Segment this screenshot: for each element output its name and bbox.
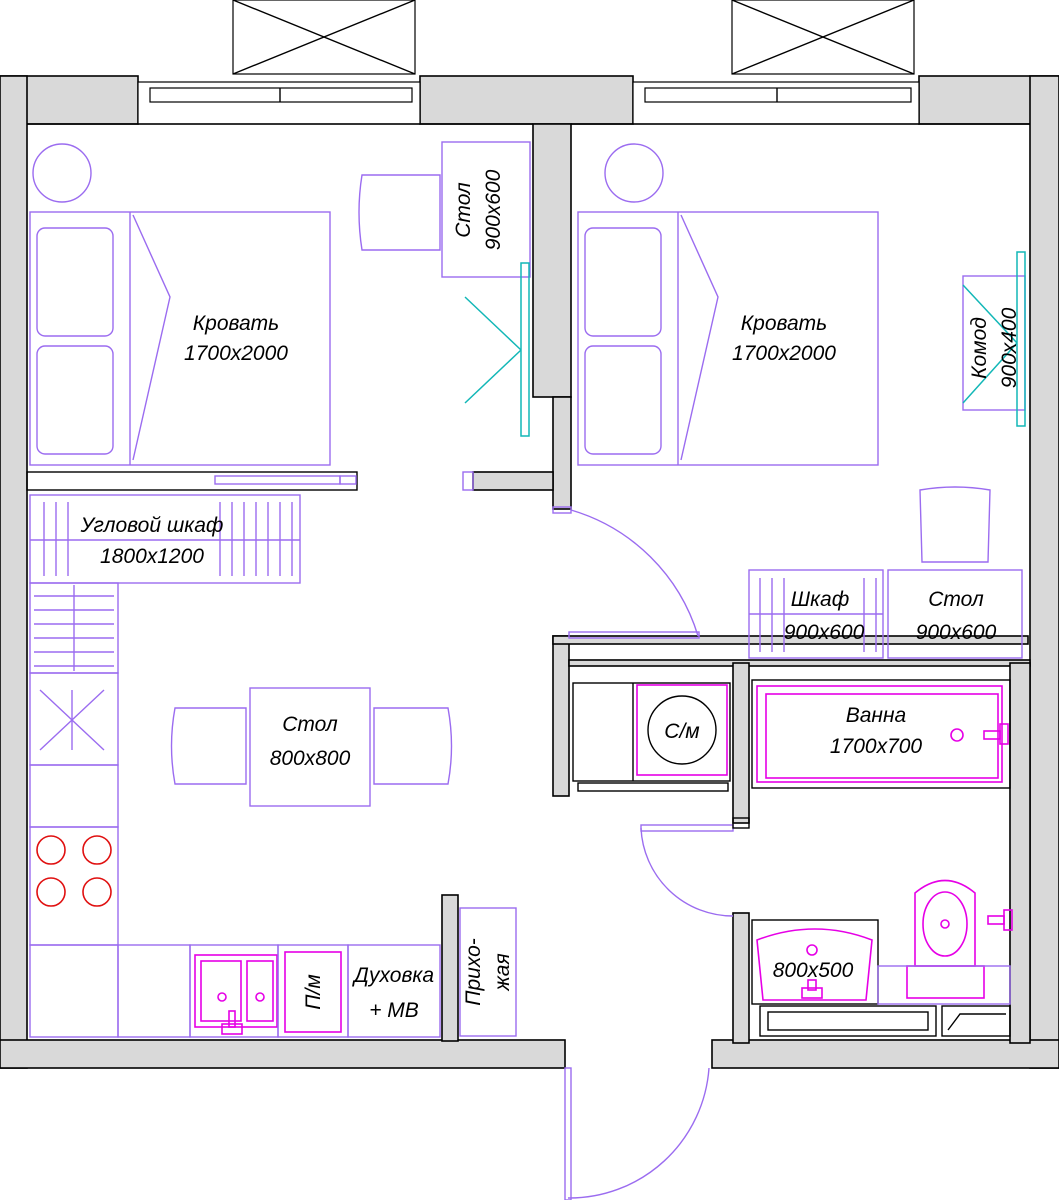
hallway-cabinet [459,907,517,1037]
bed-right [577,211,879,466]
dresser-name: Комод [968,317,991,379]
oven-label-line1: Духовка [352,964,434,987]
kitchen: П/м Духовка + МВ Стол 800x800 Прихо- жая [29,672,517,1038]
balcony-right [731,0,915,75]
stove [29,826,119,946]
bathtub-size: 1700x700 [830,735,923,758]
bed-right-size: 1700x2000 [732,342,836,365]
toilet [877,879,1013,1005]
burner-icon [36,877,66,907]
corner-wardrobe [29,494,301,674]
bathroom-door [640,817,750,917]
bed-left [29,211,331,466]
entrance-door [564,1067,710,1200]
burner-icon [82,877,112,907]
washing-machine [636,684,728,776]
wardrobe-size: 900x600 [784,621,865,644]
lamp-icon [32,143,92,203]
glass-door-left [464,262,530,437]
bedroom-right: Кровать 1700x2000 Комод 900x400 Шкаф 900… [552,143,1026,659]
bed-left-name: Кровать [193,312,279,335]
oven [347,944,441,1038]
burner-icon [82,835,112,865]
washbasin-size: 800x500 [773,959,854,982]
bedroom-left: Кровать 1700x2000 Стол 900x600 [26,141,531,674]
desk-right-name: Стол [928,588,984,611]
bed-left-size: 1700x2000 [184,342,288,365]
corner-wardrobe-size: 1800x1200 [100,545,204,568]
bathroom: Ванна 1700x700 800x500 [640,679,1013,1037]
dresser [962,251,1026,427]
dining-table-size: 800x800 [270,747,351,770]
washer-label: С/м [664,720,699,743]
dishwasher [284,951,342,1033]
chair [919,486,991,563]
dishwasher-label: П/м [302,974,325,1009]
corner-wardrobe-name: Угловой шкаф [80,514,224,537]
washbasin [751,919,879,1005]
dining-table [170,687,453,807]
window-right [632,81,920,125]
bed-right-name: Кровать [741,312,827,335]
walls [0,75,1059,1069]
desk-left-name: Стол [452,182,475,238]
window-left [137,81,421,125]
hallway-label-line2: жая [491,953,514,991]
desk-left-size: 900x600 [482,169,505,250]
dining-table-name: Стол [282,713,338,736]
desk-left [358,141,531,278]
desk-right-size: 900x600 [916,621,997,644]
bathtub-name: Ванна [846,704,906,727]
balcony-left [232,0,416,75]
hallway-label-line1: Прихо- [462,938,485,1006]
wardrobe-slider [26,471,474,491]
lamp-icon [604,143,664,203]
dresser-size: 900x400 [998,307,1021,388]
bedroom-door [552,506,700,639]
laundry: С/м [572,682,731,792]
desk-right [887,569,1023,659]
wardrobe [748,569,884,659]
bathtub [756,685,1003,783]
oven-label-line2: + МВ [369,999,419,1022]
burner-icon [36,835,66,865]
wardrobe-name: Шкаф [791,588,849,611]
